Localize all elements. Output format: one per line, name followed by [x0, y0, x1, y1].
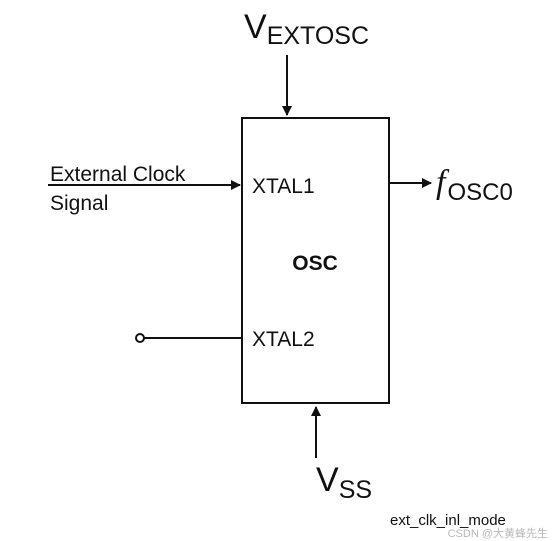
xtal2-open-terminal — [135, 333, 145, 343]
ground-label: VSS — [316, 461, 372, 504]
pin-xtal1-label: XTAL1 — [252, 175, 315, 198]
pin-xtal2-label: XTAL2 — [252, 328, 315, 351]
figure-tag: ext_clk_inl_mode — [390, 512, 506, 529]
watermark: CSDN @大黄蜂先生 — [448, 526, 548, 540]
output-label-sub: OSC0 — [447, 179, 512, 206]
oscillator-block — [241, 117, 390, 404]
output-label: fOSC0 — [436, 164, 513, 206]
supply-label: VEXTOSC — [244, 8, 369, 50]
block-label: OSC — [292, 252, 338, 275]
supply-label-sub: EXTOSC — [267, 22, 369, 50]
input-signal-line1: External Clock — [50, 163, 186, 186]
ground-label-sub: SS — [339, 476, 372, 504]
ground-label-main: V — [316, 461, 339, 499]
input-signal-line2: Signal — [50, 192, 108, 215]
supply-label-main: V — [244, 8, 267, 46]
